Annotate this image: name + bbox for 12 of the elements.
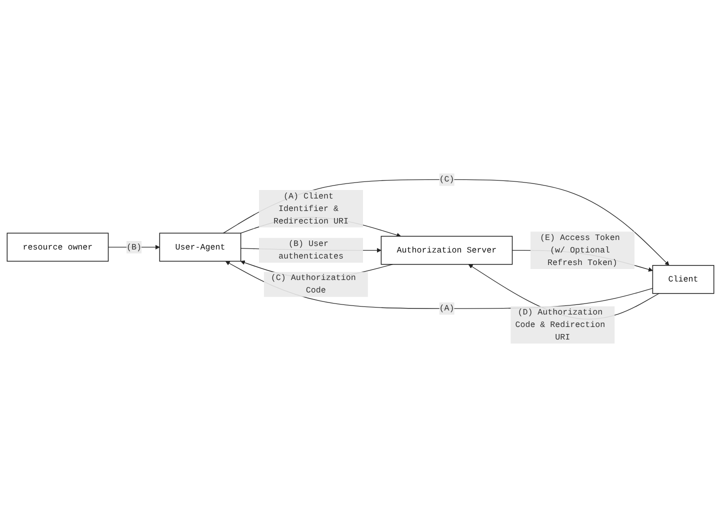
- node-box: resource owner: [6, 232, 109, 262]
- node-box: Client: [652, 265, 714, 294]
- edge-label: (C): [439, 174, 454, 184]
- edge-label: (E) Access Token (w/ Optional Refresh Token): [540, 233, 620, 268]
- edge-label: (D) Authorization Code & Redirection URI: [515, 308, 606, 342]
- edge-label: (B) User authenticates: [278, 239, 344, 262]
- edge-label: (B): [126, 242, 142, 252]
- edge-label: (C) Authorization Code: [270, 273, 356, 296]
- edge-label: (A) Client Identifier & Redirection URI: [274, 192, 348, 226]
- node-box: Authorization Server: [380, 236, 513, 265]
- node-box: User-Agent: [159, 232, 242, 262]
- edge-label: (A): [439, 304, 454, 314]
